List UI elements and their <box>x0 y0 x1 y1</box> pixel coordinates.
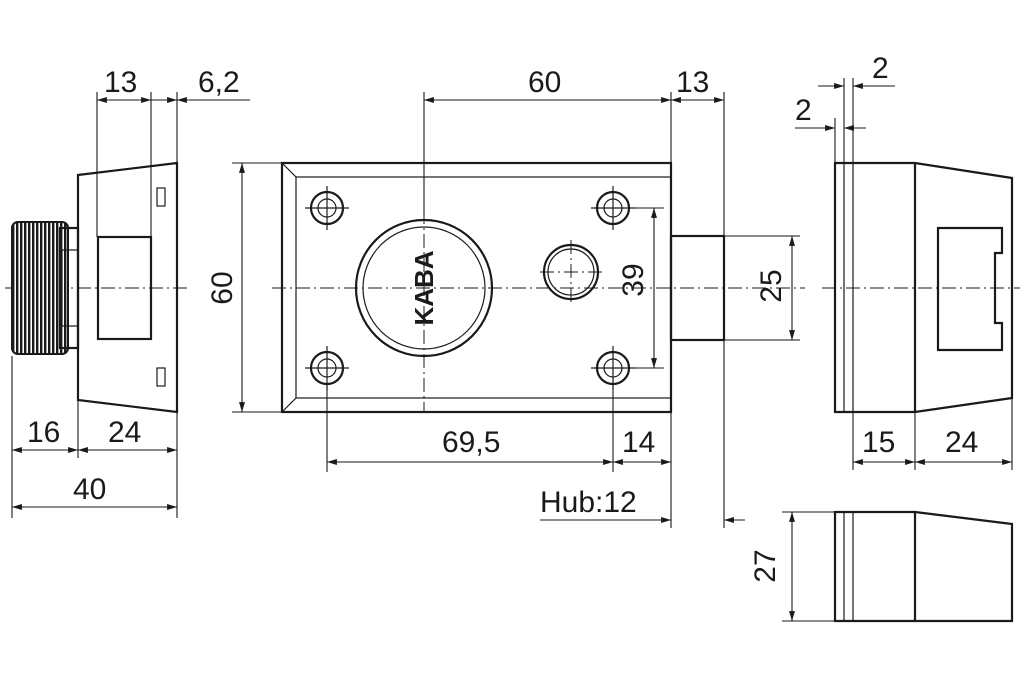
left-side-view: 13 6,2 16 24 40 <box>5 66 250 518</box>
screw-hole-bottom-right <box>591 346 635 390</box>
bottom-view: 27 <box>749 510 1014 623</box>
dim-front-stroke: Hub:12 <box>540 486 637 519</box>
lock-cylinder: KABA <box>354 218 494 358</box>
dim-left-6-2: 6,2 <box>198 66 240 99</box>
kaba-logo: KABA <box>409 250 439 325</box>
screw-hole-top-right <box>591 186 635 230</box>
dim-bottom-27: 27 <box>749 549 782 582</box>
dim-left-24: 24 <box>108 416 141 449</box>
screw-hole-top-left <box>305 186 349 230</box>
dim-front-60-width: 60 <box>528 66 561 99</box>
dim-left-40: 40 <box>73 473 106 506</box>
dim-right-2-upper: 2 <box>872 52 889 85</box>
dim-left-13: 13 <box>104 66 137 99</box>
spindle-hole <box>540 240 602 304</box>
dim-front-69-5: 69,5 <box>442 426 500 459</box>
dim-front-14: 14 <box>622 426 655 459</box>
dim-right-24: 24 <box>945 426 978 459</box>
dim-front-39: 39 <box>617 263 650 296</box>
bolt <box>669 234 726 342</box>
dim-right-15: 15 <box>862 426 895 459</box>
front-view: KABA 60 13 60 39 25 <box>206 66 805 528</box>
dim-front-60-height: 60 <box>206 271 239 304</box>
knurled-knob <box>11 221 69 355</box>
screw-hole-bottom-left <box>305 346 349 390</box>
right-side-view: 2 2 15 24 <box>795 52 1020 470</box>
bottom-body-outline <box>833 510 1014 623</box>
dim-left-16: 16 <box>27 416 60 449</box>
dim-right-2-lower: 2 <box>795 94 812 127</box>
dim-front-13: 13 <box>676 66 709 99</box>
dim-front-25: 25 <box>755 269 788 302</box>
